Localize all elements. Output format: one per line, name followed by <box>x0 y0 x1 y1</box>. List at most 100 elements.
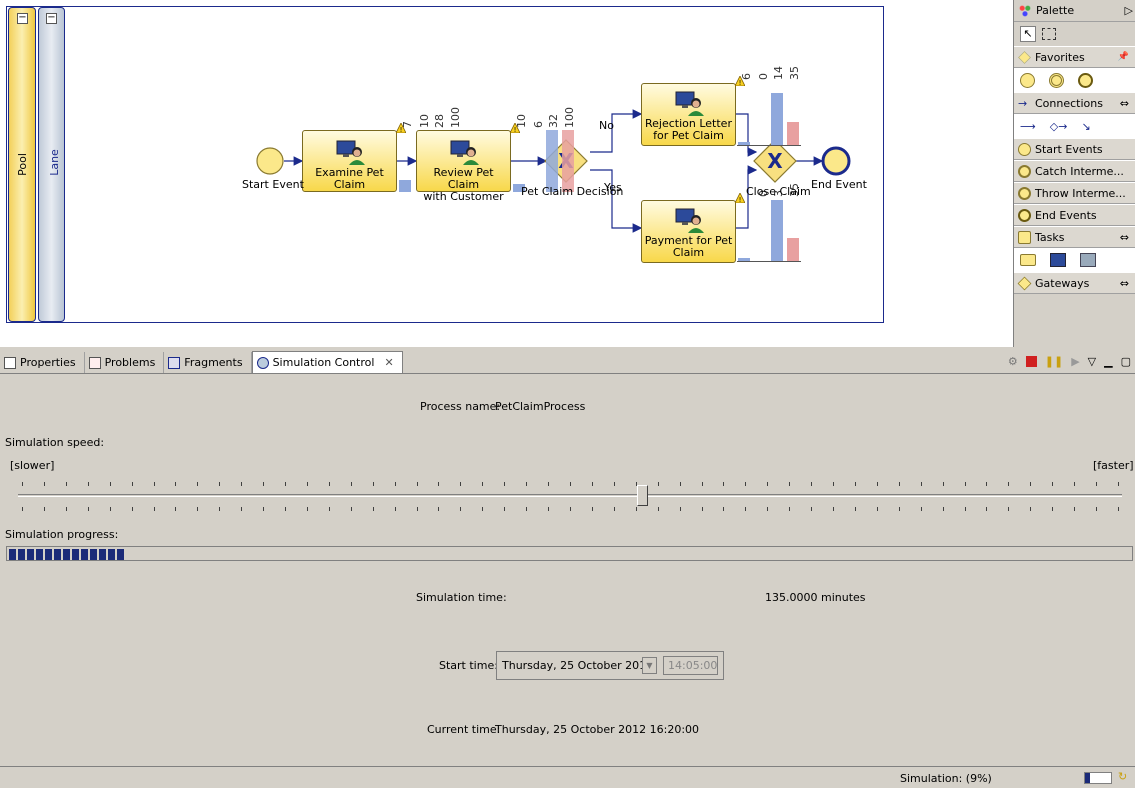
warning-icon[interactable]: ! <box>396 123 406 133</box>
palette-section-connections[interactable]: → Connections ⇔ <box>1014 92 1135 114</box>
stat-value: 35 <box>788 66 801 80</box>
stop-icon[interactable] <box>1025 356 1037 367</box>
palette-section-gateways[interactable]: Gateways ⇔ <box>1014 272 1135 294</box>
slider-tick <box>965 507 966 511</box>
view-tab-bar: Properties Problems Fragments Simulation… <box>0 351 1135 374</box>
palette-section-favorites[interactable]: Favorites 📌 <box>1014 46 1135 68</box>
settings-icon[interactable]: ⚙ <box>1007 355 1018 368</box>
user-task-icon <box>675 208 704 233</box>
marquee-tool-icon[interactable] <box>1042 28 1056 40</box>
progress-chunk <box>90 549 97 560</box>
refresh-icon[interactable]: ↻ <box>1118 770 1128 783</box>
tab-properties[interactable]: Properties <box>0 352 85 373</box>
warning-icon[interactable]: ! <box>735 76 745 86</box>
warning-icon[interactable]: ! <box>510 123 520 133</box>
intermediate-event-tool-icon[interactable] <box>1049 72 1064 88</box>
slider-tick <box>88 482 89 486</box>
task-rejection-letter[interactable]: Rejection Letter for Pet Claim <box>641 83 736 146</box>
palette-section-throw-intermediate[interactable]: Throw Interme... <box>1014 182 1135 204</box>
simulation-speed-label: Simulation speed: <box>5 436 105 449</box>
slider-tick <box>614 507 615 511</box>
stat-value: 10 <box>418 114 431 128</box>
slider-tick <box>132 507 133 511</box>
slider-tick <box>44 482 45 486</box>
diagram-canvas[interactable]: − Pool − Lane X <box>0 0 1013 347</box>
stat-bar <box>399 180 411 192</box>
stat-bar <box>787 122 799 145</box>
user-task-tool-icon[interactable] <box>1050 253 1066 267</box>
task-payment-for-pet-claim[interactable]: Payment for Pet Claim <box>641 200 736 263</box>
lane-collapse-button[interactable]: − <box>46 12 57 24</box>
warning-icon[interactable]: ! <box>735 193 745 203</box>
palette-section-end-events[interactable]: End Events <box>1014 204 1135 226</box>
view-menu-icon[interactable]: ▽ <box>1087 355 1097 368</box>
palette-section-start-events[interactable]: Start Events <box>1014 138 1135 160</box>
slider-tick <box>154 482 155 486</box>
conditional-flow-tool-icon[interactable]: ◇→ <box>1049 119 1068 133</box>
date-dropdown-button[interactable]: ▼ <box>642 657 657 674</box>
svg-text:X: X <box>767 149 783 173</box>
speed-slider-thumb[interactable] <box>637 485 648 506</box>
stat-value: 100 <box>449 107 462 128</box>
slider-tick <box>351 507 352 511</box>
end-event-label: End Event <box>811 178 867 191</box>
select-tool-icon[interactable]: ↖ <box>1020 26 1036 42</box>
progress-chunk <box>18 549 25 560</box>
tab-problems[interactable]: Problems <box>85 352 165 373</box>
slider-tick <box>811 482 812 486</box>
lane-header[interactable]: − Lane <box>38 7 65 322</box>
slider-tick <box>833 482 834 486</box>
pool[interactable]: − Pool − Lane <box>6 6 884 323</box>
slider-tick <box>1074 507 1075 511</box>
pause-icon[interactable]: ❚❚ <box>1044 355 1064 368</box>
speed-slider-track[interactable] <box>18 494 1122 497</box>
stat-value: 7 <box>401 121 414 128</box>
slider-tick <box>329 482 330 486</box>
start-event-tool-icon[interactable] <box>1020 72 1035 88</box>
pool-collapse-button[interactable]: − <box>17 12 28 24</box>
sequence-flow-tool-icon[interactable]: ⟶ <box>1020 119 1036 133</box>
palette-collapse-icon[interactable]: ▷ <box>1124 4 1133 17</box>
end-event-tool-icon[interactable] <box>1078 72 1093 88</box>
minimize-icon[interactable]: ▁ <box>1104 355 1113 368</box>
pool-header[interactable]: − Pool <box>8 7 36 322</box>
default-flow-tool-icon[interactable]: ↘ <box>1081 119 1091 133</box>
slower-label: [slower] <box>10 459 55 472</box>
maximize-icon[interactable]: ▢ <box>1120 355 1131 368</box>
stat-baseline <box>737 261 801 262</box>
step-icon[interactable]: ▶ <box>1071 355 1080 368</box>
expand-icon[interactable]: ⇔ <box>1119 230 1129 244</box>
slider-tick <box>263 482 264 486</box>
slider-tick <box>482 507 483 511</box>
problems-icon <box>88 356 101 369</box>
expand-icon[interactable]: ⇔ <box>1119 276 1129 290</box>
slider-tick <box>899 507 900 511</box>
slider-tick <box>702 507 703 511</box>
service-task-tool-icon[interactable] <box>1080 253 1096 267</box>
tab-fragments[interactable]: Fragments <box>164 352 252 373</box>
task-examine-pet-claim[interactable]: Examine Pet Claim <box>302 130 397 192</box>
slider-tick <box>548 507 549 511</box>
task-tool-icon[interactable] <box>1020 254 1036 266</box>
simulation-progress-bar <box>6 546 1133 561</box>
pin-icon[interactable]: 📌 <box>1117 52 1129 62</box>
start-date-value[interactable]: Thursday, 25 October 2012 <box>502 659 654 672</box>
close-gateway-label: Close Claim <box>746 185 811 198</box>
flow-label-yes: Yes <box>604 181 622 194</box>
user-task-icon <box>450 140 479 165</box>
palette-section-tasks[interactable]: Tasks ⇔ <box>1014 226 1135 248</box>
slider-tick <box>175 507 176 511</box>
start-time-field[interactable]: 14:05:00 <box>663 656 718 675</box>
slider-tick <box>66 507 67 511</box>
palette-section-catch-intermediate[interactable]: Catch Interme... <box>1014 160 1135 182</box>
palette-header[interactable]: Palette ▷ <box>1014 0 1135 22</box>
close-claim-gateway: X <box>753 139 797 183</box>
palette-tools: ↖ <box>1014 22 1135 46</box>
task-review-pet-claim[interactable]: Review Pet Claim with Customer <box>416 130 511 203</box>
expand-icon[interactable]: ⇔ <box>1119 96 1129 110</box>
close-tab-icon[interactable]: ✕ <box>384 356 394 369</box>
slider-tick <box>548 482 549 486</box>
section-label: Start Events <box>1035 142 1103 156</box>
tab-simulation-control[interactable]: Simulation Control ✕ <box>251 351 403 373</box>
favorites-items <box>1014 68 1135 92</box>
